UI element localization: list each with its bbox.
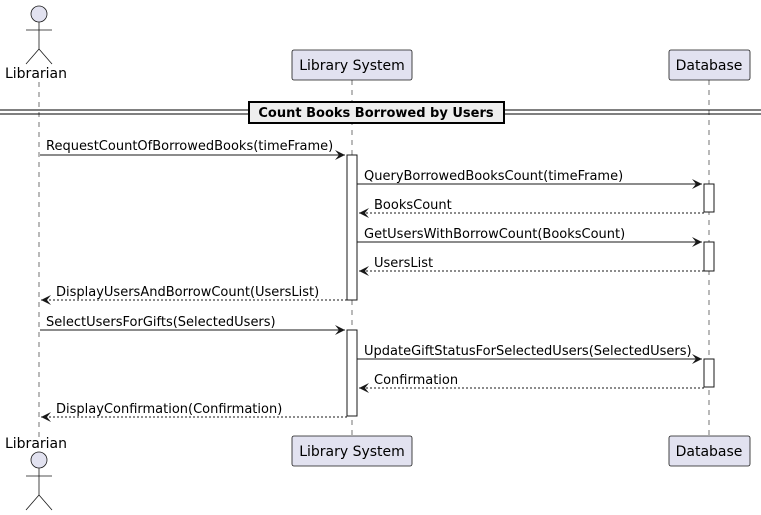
participant-library-system-top: Library System bbox=[291, 49, 413, 81]
message-books-count: BooksCount bbox=[359, 198, 704, 218]
message-select-users: SelectUsersForGifts(SelectedUsers) bbox=[40, 315, 345, 335]
message-label: Confirmation bbox=[374, 373, 458, 388]
activation-library-system bbox=[346, 329, 358, 417]
message-display-confirmation: DisplayConfirmation(Confirmation) bbox=[41, 402, 347, 422]
message-request-count: RequestCountOfBorrowedBooks(timeFrame) bbox=[40, 139, 345, 160]
activation-database bbox=[703, 241, 715, 272]
participant-label: Database bbox=[676, 58, 743, 74]
message-label: UpdateGiftStatusForSelectedUsers(Selecte… bbox=[364, 344, 692, 359]
message-label: DisplayConfirmation(Confirmation) bbox=[56, 402, 282, 417]
message-query-count: QueryBorrowedBooksCount(timeFrame) bbox=[357, 169, 702, 189]
actor-figure-icon bbox=[25, 5, 53, 65]
participant-library-system-bottom: Library System bbox=[291, 435, 413, 467]
actor-figure-icon bbox=[25, 451, 53, 511]
message-users-list: UsersList bbox=[359, 256, 704, 276]
actor-label: Librarian bbox=[5, 66, 67, 82]
participant-label: Database bbox=[676, 444, 743, 460]
message-label: GetUsersWithBorrowCount(BooksCount) bbox=[364, 227, 625, 242]
message-label: UsersList bbox=[374, 256, 433, 271]
message-display-users: DisplayUsersAndBorrowCount(UsersList) bbox=[41, 285, 347, 305]
activation-library-system bbox=[346, 154, 358, 301]
message-confirmation: Confirmation bbox=[359, 373, 704, 393]
message-get-users: GetUsersWithBorrowCount(BooksCount) bbox=[357, 227, 702, 247]
activation-database bbox=[703, 358, 715, 388]
activation-database bbox=[703, 183, 715, 213]
message-label: QueryBorrowedBooksCount(timeFrame) bbox=[364, 169, 623, 184]
message-label: DisplayUsersAndBorrowCount(UsersList) bbox=[56, 285, 319, 300]
divider-title: Count Books Borrowed by Users bbox=[258, 106, 493, 121]
message-update-gift-status: UpdateGiftStatusForSelectedUsers(Selecte… bbox=[357, 344, 702, 364]
participant-database-top: Database bbox=[668, 49, 751, 81]
participant-database-bottom: Database bbox=[668, 435, 751, 467]
message-label: SelectUsersForGifts(SelectedUsers) bbox=[46, 315, 276, 330]
divider: Count Books Borrowed by Users bbox=[0, 101, 761, 124]
actor-label: Librarian bbox=[5, 436, 67, 452]
participant-label: Library System bbox=[299, 444, 405, 460]
actor-librarian-bottom: Librarian bbox=[5, 436, 67, 511]
participant-label: Library System bbox=[299, 58, 405, 74]
actor-librarian-top: Librarian bbox=[5, 5, 67, 82]
message-label: BooksCount bbox=[374, 198, 452, 213]
message-label: RequestCountOfBorrowedBooks(timeFrame) bbox=[46, 139, 333, 154]
